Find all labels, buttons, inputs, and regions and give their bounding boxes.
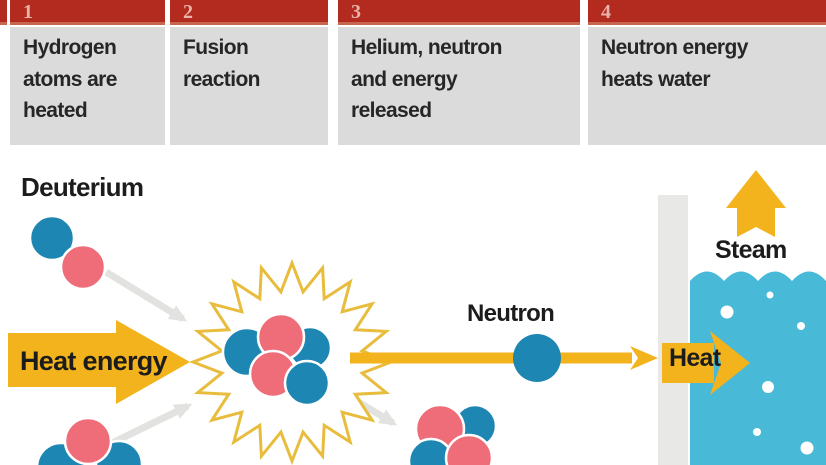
step-number: 4 xyxy=(588,0,826,25)
deuterium-label: Deuterium xyxy=(21,172,144,202)
step-card-4: 4 Neutron energy heats water xyxy=(588,0,826,145)
fusing-nucleus xyxy=(221,312,333,407)
heat-arrow-icon xyxy=(662,331,750,395)
step-text: Fusion reaction xyxy=(170,27,328,145)
step-card-3: 3 Helium, neutron and energy released xyxy=(338,0,580,145)
tritium-atom xyxy=(35,416,144,465)
step-text: Helium, neutron and energy released xyxy=(338,27,580,145)
steam-up-arrow-icon xyxy=(726,170,786,237)
neutron-path-arrow xyxy=(350,346,658,370)
helium-nucleus xyxy=(407,403,498,465)
water xyxy=(690,271,826,465)
heat-energy-label: Heat energy xyxy=(20,346,168,376)
containment-wall xyxy=(658,195,688,465)
connector-arrow xyxy=(110,402,193,447)
step-number: 1 xyxy=(10,0,165,25)
step-card-1: 1 Hydrogen atoms are heated xyxy=(10,0,165,145)
step-number: 3 xyxy=(338,0,580,25)
neutron-particle xyxy=(513,334,561,382)
heat-energy-arrow-icon xyxy=(8,320,190,404)
fusion-diagram xyxy=(8,170,826,465)
step-text: Neutron energy heats water xyxy=(588,27,826,145)
neutron-label: Neutron xyxy=(467,300,555,327)
connector-arrow xyxy=(104,269,188,322)
step-number: 2 xyxy=(170,0,328,25)
heat-label: Heat xyxy=(669,344,721,372)
steam-label: Steam xyxy=(715,236,787,264)
left-edge-strip xyxy=(0,0,7,25)
bubble-icon xyxy=(720,291,814,455)
deuterium-atom xyxy=(28,214,107,291)
step-card-2: 2 Fusion reaction xyxy=(170,0,328,145)
step-text: Hydrogen atoms are heated xyxy=(10,27,165,145)
